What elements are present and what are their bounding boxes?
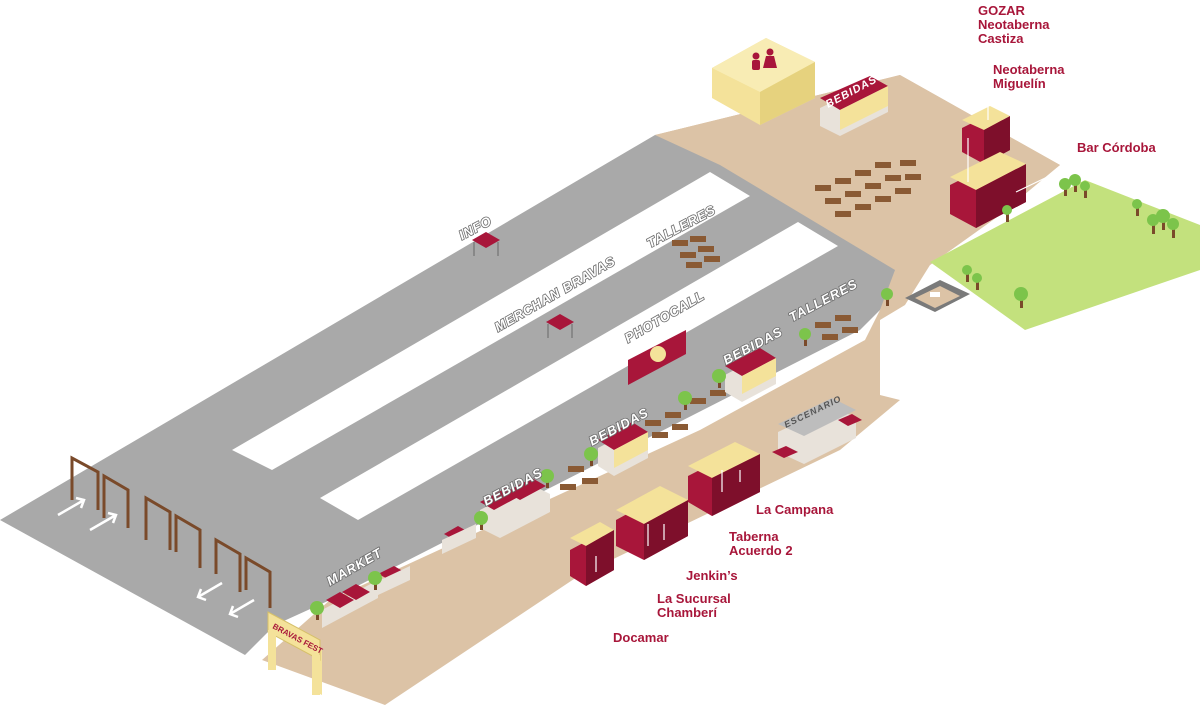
road-median-upper bbox=[232, 172, 750, 470]
bar-name-taberna-acuerdo-1: Taberna bbox=[729, 529, 779, 544]
road-main bbox=[0, 135, 895, 655]
bebidas-stand-top bbox=[820, 76, 888, 136]
escenario-stage bbox=[772, 398, 862, 464]
tables-talleres-2 bbox=[815, 315, 858, 340]
bar-kiosk-gozar bbox=[962, 106, 1010, 164]
tables-plaza bbox=[815, 160, 921, 217]
bebidas-stand-low bbox=[480, 478, 550, 538]
bar-name-jenkins: Jenkin’s bbox=[686, 568, 738, 583]
bar-name-la-sucursal-1: La Sucursal bbox=[657, 591, 731, 606]
info-tent bbox=[472, 232, 500, 256]
road-median-lower bbox=[320, 222, 838, 520]
bar-stall-docamar bbox=[570, 522, 614, 586]
trees bbox=[310, 174, 1179, 620]
bar-name-docamar: Docamar bbox=[613, 630, 669, 645]
bar-name-neotaberna-castiza-1: Neotaberna bbox=[978, 17, 1050, 32]
market-stalls bbox=[322, 524, 476, 628]
merchan-tent bbox=[546, 314, 574, 338]
bar-name-neotaberna-miguelin-2: Miguelín bbox=[993, 76, 1046, 91]
road-arrows bbox=[57, 496, 255, 619]
fountain-planter bbox=[905, 280, 970, 312]
bebidas-stand-mid1 bbox=[725, 348, 776, 402]
bar-name-neotaberna-castiza-2: Castiza bbox=[978, 31, 1024, 46]
bar-stall-jenkins bbox=[688, 442, 760, 516]
tables-mid bbox=[560, 390, 726, 490]
road-gates bbox=[70, 455, 272, 608]
bar-name-la-campana: La Campana bbox=[756, 502, 834, 517]
restroom-building bbox=[712, 38, 815, 125]
bar-name-taberna-acuerdo-2: Acuerdo 2 bbox=[729, 543, 793, 558]
restroom-icon bbox=[752, 48, 777, 70]
bar-name-gozar: GOZAR bbox=[978, 3, 1026, 18]
entrance-gate bbox=[267, 611, 322, 695]
grass-park bbox=[930, 180, 1200, 330]
bar-name-la-sucursal-2: Chamberí bbox=[657, 605, 717, 620]
photocall-banner bbox=[628, 330, 686, 385]
leader-lines bbox=[595, 100, 1067, 572]
bar-name-neotaberna-miguelin-1: Neotaberna bbox=[993, 62, 1065, 77]
bar-name-bar-cordoba: Bar Córdoba bbox=[1077, 140, 1157, 155]
tables-talleres-1 bbox=[672, 236, 720, 268]
bar-stall-sucursal bbox=[616, 486, 688, 560]
bebidas-stand-mid2 bbox=[598, 422, 648, 476]
